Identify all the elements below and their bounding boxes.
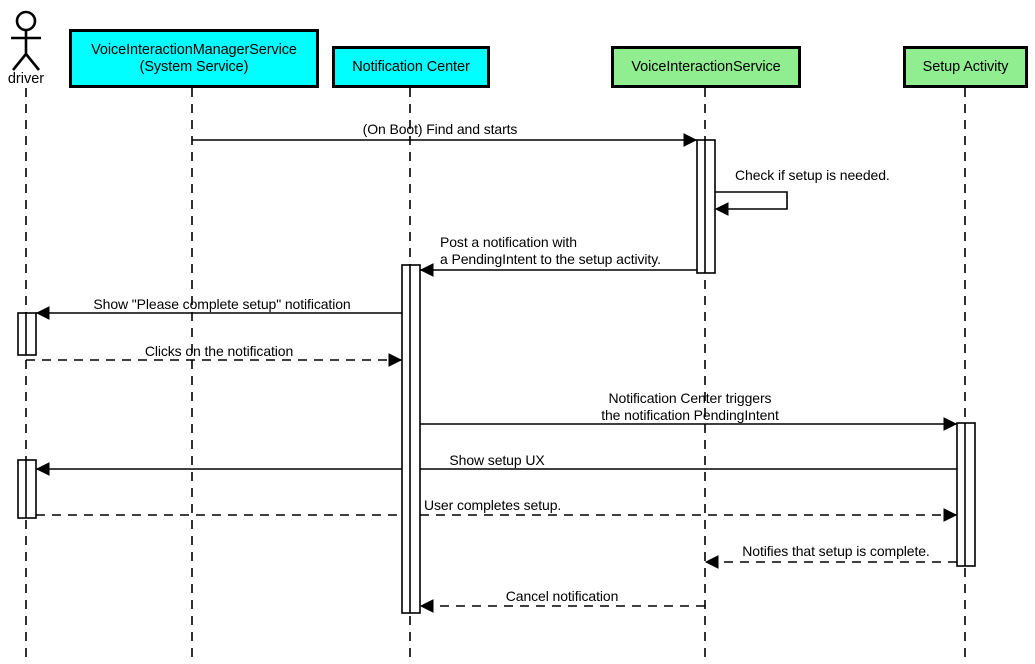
participant-label-vims: VoiceInteractionManagerService (System S…	[91, 42, 297, 75]
participant-label-setup_activity: Setup Activity	[922, 58, 1009, 75]
message-label-m5: Clicks on the notification	[144, 343, 294, 359]
arrowhead-top-m3	[420, 263, 434, 277]
arrowhead-top-m8	[943, 508, 957, 522]
arrowhead-top-m10	[420, 599, 434, 613]
activation-bar-vis	[696, 139, 716, 274]
activation-bar-setup_activity	[956, 422, 976, 567]
message-label-m2: Check if setup is needed.	[735, 167, 890, 183]
message-label-m1: (On Boot) Find and starts	[362, 121, 518, 137]
arrowhead-top-m2	[715, 202, 729, 216]
message-label-m4: Show "Please complete setup" notificatio…	[93, 296, 351, 312]
message-label-m8: User completes setup.	[424, 497, 562, 513]
arrowhead-top-m1	[683, 133, 697, 147]
participant-label-vis: VoiceInteractionService	[631, 58, 781, 75]
participant-box-vis[interactable]: VoiceInteractionService	[611, 46, 801, 88]
participant-label-notification_center: Notification Center	[352, 58, 470, 75]
participant-box-setup_activity[interactable]: Setup Activity	[903, 46, 1028, 88]
arrowhead-top-m5	[388, 353, 402, 367]
activation-bars-layer	[17, 133, 976, 614]
arrowhead-top-m9	[705, 555, 719, 569]
arrowhead-top-m4	[36, 306, 50, 320]
participant-box-vims[interactable]: VoiceInteractionManagerService (System S…	[69, 29, 319, 88]
message-label-m6: Notification Center triggers the notific…	[601, 390, 779, 424]
arrowhead-top-m7	[36, 462, 50, 476]
actor-label-driver: driver	[7, 71, 45, 87]
message-label-m3: Post a notification with a PendingIntent…	[440, 234, 661, 268]
message-line-m2	[715, 191, 788, 210]
message-label-m9: Notifies that setup is complete.	[742, 543, 930, 559]
stick-figure-actor-icon	[11, 10, 41, 71]
activation-bar-notification_center	[401, 264, 421, 614]
activation-bar-driver	[17, 312, 37, 356]
message-label-m10: Cancel notification	[505, 588, 619, 604]
participant-box-notification_center[interactable]: Notification Center	[332, 46, 490, 88]
messages-layer	[26, 133, 957, 613]
arrowhead-top-m6	[943, 417, 957, 431]
actor-icons-layer	[11, 10, 41, 71]
message-label-m7: Show setup UX	[449, 452, 545, 468]
activation-bar-driver	[17, 459, 37, 519]
